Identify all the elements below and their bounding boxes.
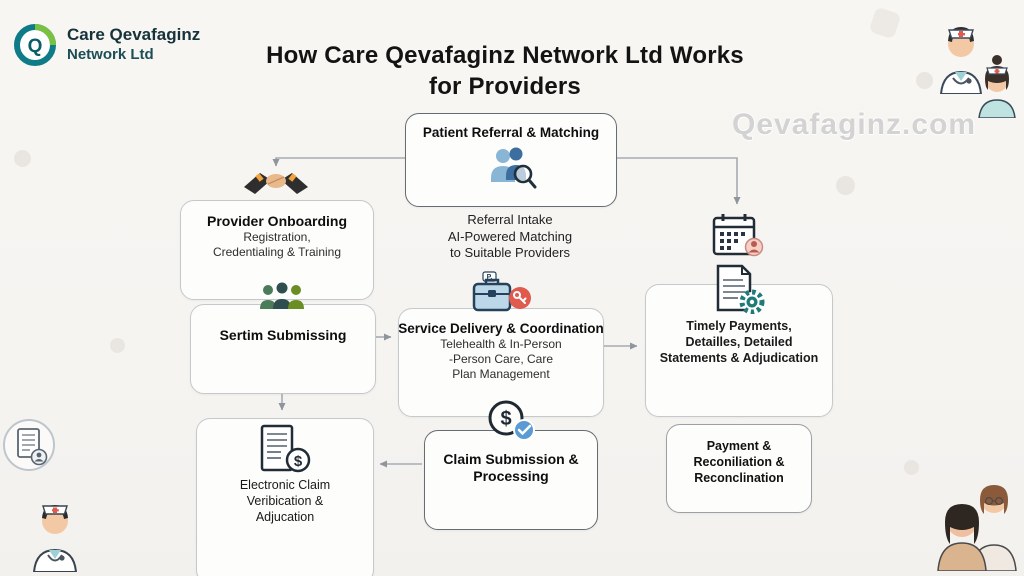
brand-name-line2: Network Ltd [67, 46, 154, 63]
document-dollar-icon: $ [260, 424, 311, 473]
node-provider-onboarding-title: Provider Onboarding [206, 213, 347, 229]
logo-q-icon: Q [14, 24, 56, 66]
nurse-illustration [978, 55, 1016, 118]
desc-line: Veribication & [246, 494, 324, 508]
document-gear-icon [716, 264, 765, 314]
dollar-check-icon: $ [488, 400, 535, 441]
node-patient-referral-desc: Referral Intake AI-Powered Matching to S… [405, 212, 615, 262]
node-claim-processing-title: Claim Submission & [443, 451, 579, 467]
node-claims-submission-title: Sertim Submissing [219, 327, 347, 343]
logo-monogram: Q [28, 36, 43, 57]
desc-line: Registration, [243, 230, 311, 244]
watermark-text: Qevafaginz.com [732, 108, 977, 141]
desc-line: Reconclination [694, 471, 784, 485]
brand-name: Care Qevafaginz Network Ltd [67, 25, 200, 65]
women-illustration [937, 485, 1017, 571]
doctor-illustration [939, 27, 983, 94]
dollar-glyph: $ [500, 408, 511, 430]
brand-name-line1: Care Qevafaginz [67, 25, 201, 44]
team-icon [260, 282, 304, 309]
calendar-icon [712, 214, 764, 257]
background-shape [14, 150, 31, 167]
node-claims-submission: Sertim Submissing [190, 304, 376, 394]
node-claim-processing-title: Processing [473, 468, 549, 484]
desc-line: to Suitable Providers [450, 245, 570, 260]
brand-logo: Q Care Qevafaginz Network Ltd [12, 22, 200, 68]
handshake-icon [244, 173, 308, 194]
node-claim-processing: Claim Submission & Processing [424, 430, 598, 530]
page-title-line1: How Care Qevafaginz Network Ltd Works [266, 42, 744, 69]
desc-line: Plan Management [452, 367, 550, 381]
desc-line: Detailles, Detailed [685, 335, 793, 349]
page-title-line2: for Providers [429, 73, 581, 100]
node-patient-referral: Patient Referral & Matching [405, 113, 617, 207]
node-service-delivery-title: Service Delivery & Coordination [398, 321, 604, 336]
background-shape [110, 338, 125, 353]
desc-line: Reconiliation & [693, 455, 785, 469]
node-provider-onboarding: Provider Onboarding Registration, Creden… [180, 200, 374, 300]
doctor-illustration-bottom [32, 505, 78, 572]
node-service-delivery: Service Delivery & Coordination Teleheal… [398, 308, 604, 417]
background-shape [904, 460, 919, 475]
patients-search-icon [491, 147, 537, 189]
desc-line: AI-Powered Matching [447, 228, 573, 244]
node-timely-payments: Timely Payments, Detailles, Detailed Sta… [645, 284, 833, 417]
desc-line: Credentialing & Training [212, 245, 342, 259]
page-title: How Care Qevafaginz Network Ltd Works fo… [215, 40, 795, 102]
desc-line: Payment & [706, 439, 772, 453]
desc-line: Adjucation [255, 510, 315, 524]
desc-line: Referral Intake [467, 212, 553, 227]
node-payment-reconciliation: Payment & Reconiliation & Reconclination [666, 424, 812, 513]
document-badge-icon [3, 419, 55, 471]
background-shape [868, 6, 902, 40]
desc-line: Statements & Adjudication [659, 351, 819, 365]
dollar-glyph: $ [294, 453, 303, 470]
background-shape [836, 176, 855, 195]
desc-line: -Person Care, Care [448, 352, 554, 366]
node-patient-referral-title: Patient Referral & Matching [422, 125, 600, 140]
briefcase-key-icon: P. [472, 271, 531, 312]
desc-line: Timely Payments, [686, 319, 792, 333]
desc-line: Electronic Claim [239, 478, 331, 492]
background-shape [916, 72, 933, 89]
briefcase-tag-label: P. [487, 274, 493, 281]
desc-line: Telehealth & In-Person [440, 337, 562, 351]
